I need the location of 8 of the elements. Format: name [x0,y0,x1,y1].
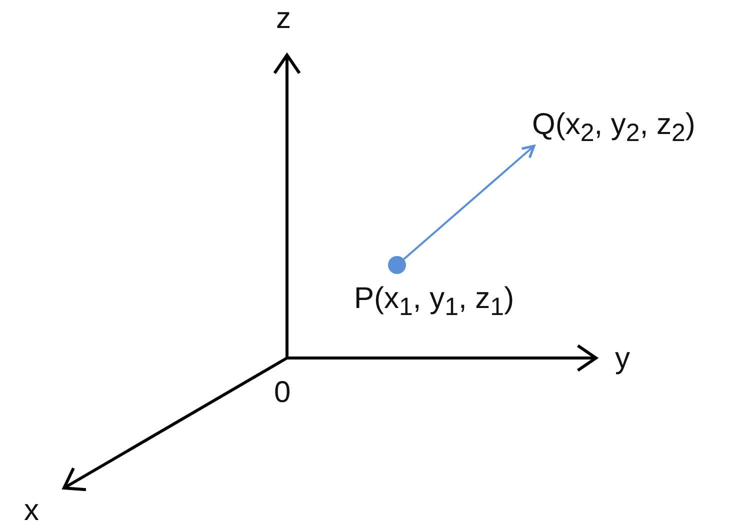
axis-label: z [276,2,291,36]
arrow [403,144,536,260]
point-label: Q(x$_{2}$, y$_{2}$, z$_{2}$) [532,108,696,150]
point-label: P(x$_{1}$, y$_{1}$, z$_{1}$) [354,282,514,323]
point-dot [388,256,406,274]
axis-label: y [615,342,630,376]
axis-label: x [24,494,39,528]
axis-label: 0 [274,376,291,410]
